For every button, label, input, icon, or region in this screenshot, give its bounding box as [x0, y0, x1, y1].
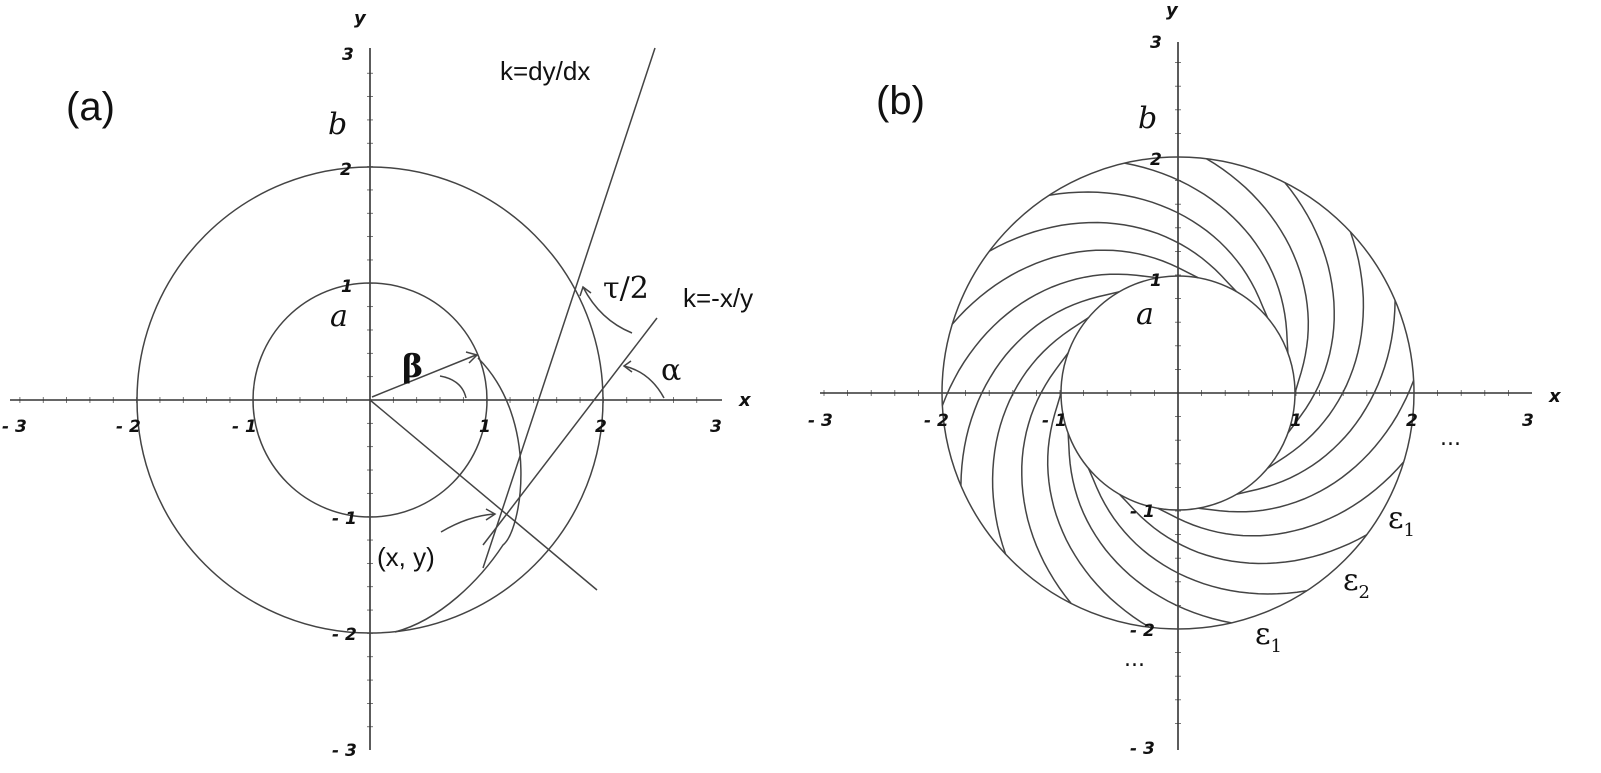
panel-a-tick-y-1: 1: [341, 277, 353, 297]
panel-a-involute-curve: [394, 357, 522, 633]
panel-b-tick-y-neg1: - 1: [1130, 502, 1155, 522]
panel-b-spiral-curve: [1157, 461, 1405, 537]
panel-b-x-axis-name: x: [1548, 386, 1562, 407]
panel-a-tick-x-1: 1: [479, 417, 491, 437]
panel-b-label: (b): [876, 79, 925, 123]
panel-b-outer-circle: [941, 156, 1415, 630]
panel-b-spiral-curve: [1118, 493, 1368, 565]
panel-a-y-axis-name: y: [354, 8, 367, 29]
panel-a-tangent-slope-label: k=dy/dx: [500, 56, 590, 86]
panel-a-label: (a): [66, 85, 115, 129]
panel-a-x-axis-name: x: [738, 390, 752, 411]
panel-b-spiral-curve: [1236, 300, 1396, 496]
panel-a-inner-circle: [252, 282, 488, 518]
panel-a-tau-half-label: τ/2: [603, 271, 649, 306]
panel-a-tick-y-3: 3: [342, 45, 354, 65]
panel-b-epsilon1-upper-label: ε1: [1388, 501, 1415, 541]
panel-a-alpha-label: α: [661, 353, 681, 388]
panel-b-tick-y-neg2: - 2: [1130, 621, 1155, 641]
panel-b-tick-x-neg1: - 1: [1042, 411, 1067, 431]
panel-b-continuation-dots-right: ...: [1440, 426, 1461, 451]
panel-a-tau-arrowhead: [579, 285, 592, 297]
panel-a-point-arrowhead: [485, 508, 497, 521]
panel-b-epsilon2-label: ε2: [1343, 563, 1370, 603]
panel-b-spiral-curve: [1284, 182, 1335, 434]
panel-b-spiral-curve: [1046, 392, 1150, 628]
panel-b-spiral-curve: [941, 273, 1158, 406]
panel-b-tick-y-3: 3: [1150, 33, 1162, 53]
panel-a-outer-circle-label: b: [328, 107, 347, 142]
panel-b-tick-y-2: 2: [1150, 150, 1162, 170]
panel-b-spiral-curve: [1206, 158, 1310, 394]
panel-b-spiral-curve: [1087, 467, 1307, 595]
panel-b-spiral-curve: [1267, 231, 1365, 469]
panel-b-spiral-curve: [951, 249, 1199, 325]
panel-b-inner-circle-label: a: [1136, 297, 1154, 332]
panel-b-spiral-curve: [991, 317, 1089, 555]
panel-a-construction-lines: [369, 47, 665, 633]
panel-a-tangent-line: [482, 47, 656, 569]
panel-a-tick-x-neg2: - 2: [116, 417, 141, 437]
panel-a-tick-x-neg3: - 3: [2, 417, 27, 437]
panel-a-radial-line: [369, 399, 598, 591]
panel-a-beta-arrowhead: [465, 351, 479, 364]
panel-b-y-axis-name: y: [1166, 0, 1179, 21]
panel-a-outer-circle: [136, 166, 604, 634]
panel-a-point-label: (x, y): [377, 542, 435, 572]
panel-a-tick-x-2: 2: [595, 417, 607, 437]
panel-a-alpha-arrowhead: [622, 360, 633, 373]
panel-b-spiral-curve: [1124, 162, 1289, 354]
panel-b-tick-y-1: 1: [1150, 271, 1162, 291]
panel-b-spiral-curve: [1198, 380, 1415, 513]
panel-a-inner-circle-label: a: [330, 299, 348, 334]
panel-b-epsilon1-lower-label: ε1: [1255, 617, 1282, 657]
panel-b-outer-circle-label: b: [1138, 101, 1157, 136]
panel-b-tick-x-3: 3: [1522, 411, 1534, 431]
panel-b-spiral-curve: [1021, 352, 1072, 604]
panel-b-tick-x-1: 1: [1290, 411, 1302, 431]
panel-a-tick-y-2: 2: [340, 160, 352, 180]
panel-b-inner-circle: [1060, 275, 1296, 511]
panel-b-continuation-dots-bottom: ...: [1124, 647, 1145, 672]
panel-a-normal-line: [482, 317, 658, 546]
panel-b-spiral-curves: [941, 158, 1415, 628]
panel-a-tick-y-neg1: - 1: [332, 509, 357, 529]
panel-b-spiral-curve: [988, 221, 1238, 293]
panel-a-beta-radius: [371, 354, 477, 398]
panel-a-point-pointer: [440, 513, 495, 533]
panel-b-tick-x-neg2: - 2: [924, 411, 949, 431]
panel-a: y x - 3 - 2 - 1 1 2 3 3 2 1 - 1 - 2 - 3 …: [2, 8, 753, 761]
panel-b-tick-y-neg3: - 3: [1130, 739, 1155, 759]
panel-a-alpha-arc: [623, 365, 665, 399]
panel-b-spiral-curve: [1067, 432, 1232, 624]
panel-a-tau-arc: [582, 286, 633, 334]
panel-b-tick-x-neg3: - 3: [808, 411, 833, 431]
panel-b-spiral-curve: [1049, 191, 1269, 319]
panel-b-spiral-curve: [960, 290, 1120, 486]
panel-a-beta-arc: [439, 375, 467, 399]
panel-b: y x - 3 - 2 - 1 1 2 3 3 2 1 - 1 - 2 - 3 …: [808, 0, 1562, 759]
panel-b-tick-x-2: 2: [1406, 411, 1418, 431]
panel-a-tick-y-neg3: - 3: [332, 741, 357, 761]
panel-a-tick-x-neg1: - 1: [232, 417, 257, 437]
panel-a-tick-x-3: 3: [710, 417, 722, 437]
panel-a-normal-slope-label: k=-x/y: [683, 283, 753, 313]
panel-a-tick-y-neg2: - 2: [332, 625, 357, 645]
panel-a-beta-label: β: [402, 347, 423, 385]
